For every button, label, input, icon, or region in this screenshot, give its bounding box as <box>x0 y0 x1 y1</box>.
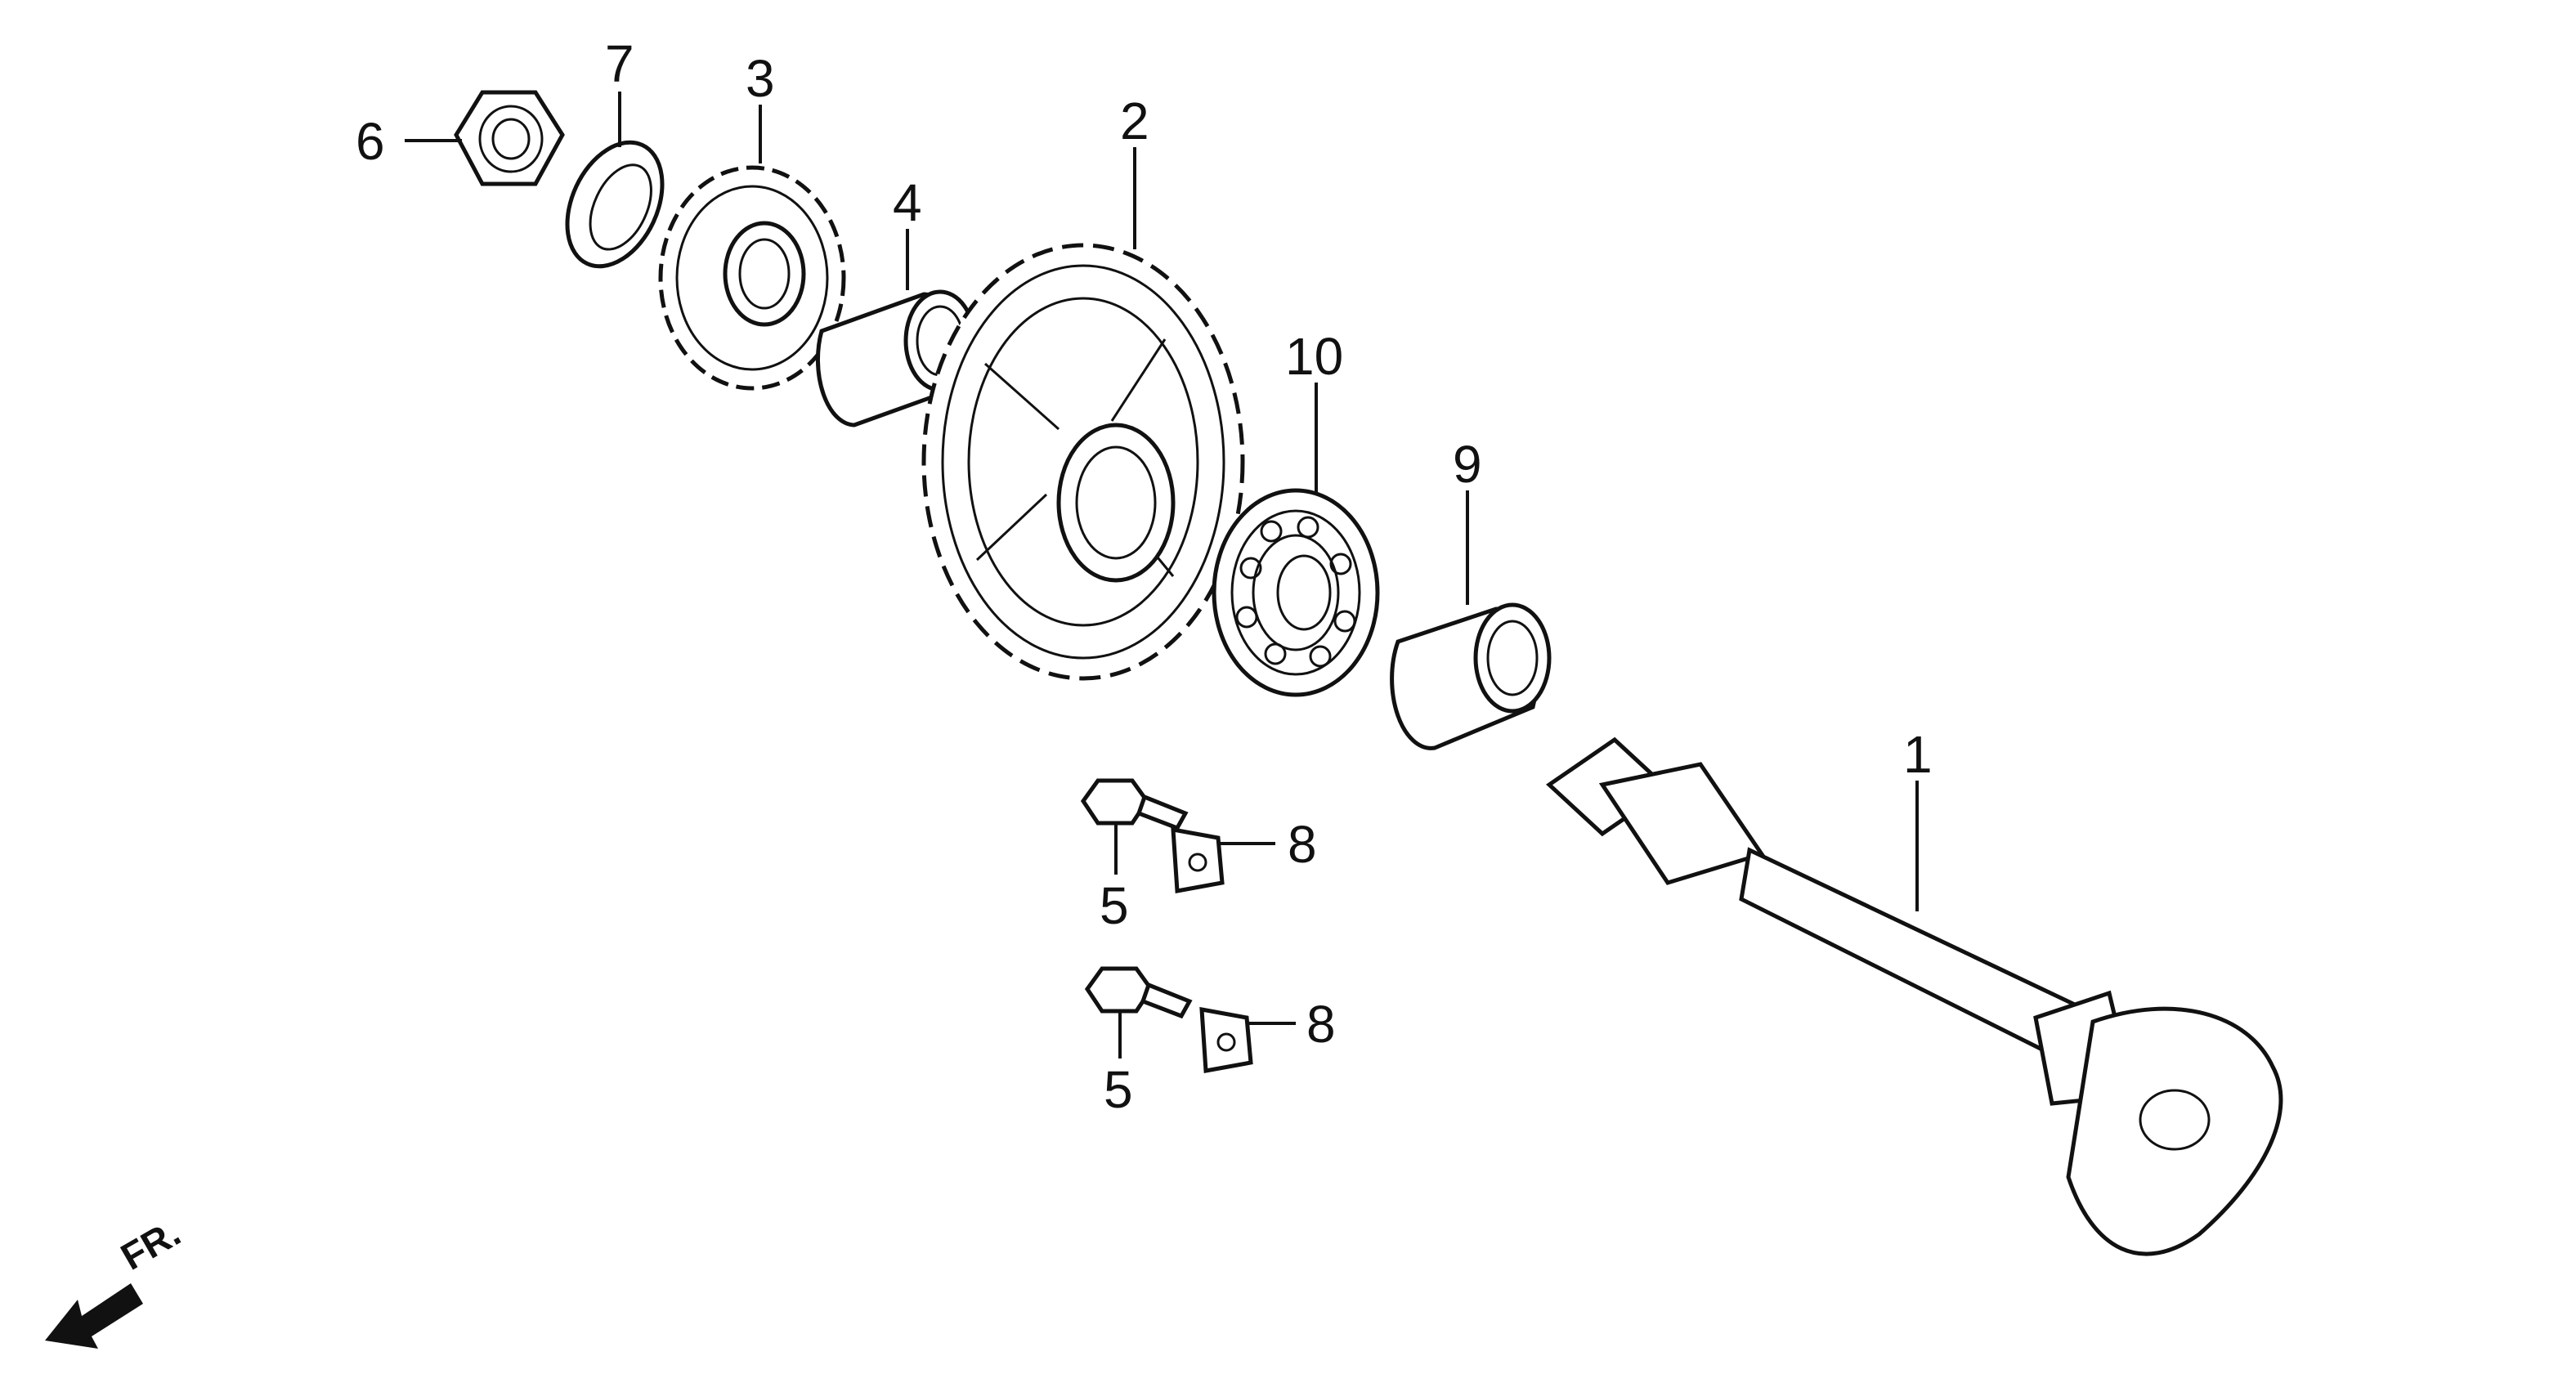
front-arrow-icon: FR. <box>45 1211 187 1349</box>
kickstarter-spindle-icon <box>1546 736 2283 1256</box>
callout-5a: 5 <box>1100 876 1129 935</box>
callout-8a: 8 <box>1288 815 1317 874</box>
large-gear-icon <box>921 243 1245 681</box>
callout-2: 2 <box>1120 92 1149 150</box>
callout-3: 3 <box>746 49 775 108</box>
callout-6: 6 <box>356 112 385 171</box>
front-direction-label: FR. <box>114 1211 187 1278</box>
washer-icon <box>565 140 665 269</box>
callout-9: 9 <box>1453 435 1482 494</box>
bolt-icon <box>1080 778 1189 831</box>
callout-1: 1 <box>1903 725 1933 784</box>
ball-bearing-icon <box>1212 488 1380 697</box>
bolt-icon <box>1084 966 1193 1019</box>
small-gear-icon <box>658 165 846 391</box>
hex-nut-icon <box>454 90 565 186</box>
callout-10: 10 <box>1285 327 1343 386</box>
callout-4: 4 <box>893 173 922 232</box>
callout-8b: 8 <box>1306 995 1336 1054</box>
leader-lines <box>405 92 1919 1059</box>
callout-7: 7 <box>605 34 634 93</box>
needle-bearing-icon <box>1390 602 1552 750</box>
callout-5b: 5 <box>1104 1060 1133 1119</box>
clip-nut-icon <box>1199 1006 1253 1073</box>
clip-nut-icon <box>1171 826 1225 893</box>
